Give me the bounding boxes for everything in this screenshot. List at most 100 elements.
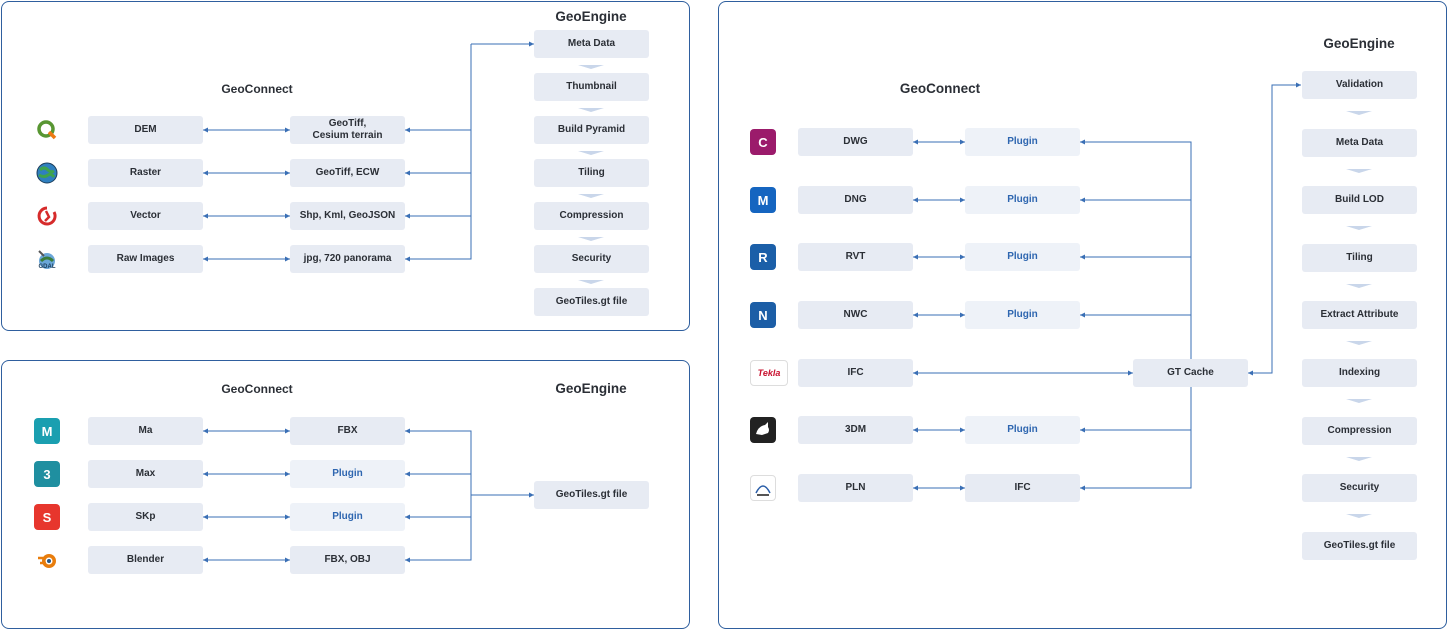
arrow-left-icon <box>913 254 918 260</box>
flow-chevron-icon <box>1346 399 1372 403</box>
civil3d-icon: C <box>750 129 776 155</box>
revit-icon: R <box>750 244 776 270</box>
format-to-engine-connector <box>405 495 472 518</box>
arrow-left-icon <box>1080 254 1085 260</box>
flow-chevron-icon <box>578 108 604 112</box>
arrow-left-icon <box>203 471 208 477</box>
arrow-left-icon <box>405 256 410 262</box>
arrow-left-icon <box>203 514 208 520</box>
arrow-right-icon <box>960 254 965 260</box>
flow-chevron-icon <box>578 237 604 241</box>
arrow-right-icon <box>960 312 965 318</box>
arrow-right-icon <box>285 557 290 563</box>
format-box: Shp, Kml, GeoJSON <box>290 202 405 230</box>
pipeline-step-box: Meta Data <box>1302 128 1417 157</box>
plugin-box: Plugin <box>965 301 1080 329</box>
arrow-left-icon <box>405 557 410 563</box>
plugin-box: Plugin <box>965 243 1080 271</box>
rhino-icon <box>750 417 776 443</box>
pipeline-step-box: Build Pyramid <box>534 116 649 144</box>
geoengine-title: GeoEngine <box>1323 36 1395 51</box>
plugin-box: Plugin <box>290 460 405 488</box>
arrow-left-icon <box>913 139 918 145</box>
arrow-left-icon <box>203 256 208 262</box>
format-box: IFC <box>965 474 1080 502</box>
flow-chevron-icon <box>578 65 604 69</box>
pipeline-step-box: Compression <box>1302 416 1417 445</box>
blender-icon <box>34 547 60 573</box>
input-source-box: Blender <box>88 546 203 574</box>
input-source-box: 3DM <box>798 416 913 444</box>
arrow-left-icon <box>405 127 410 133</box>
arrow-right-icon <box>285 471 290 477</box>
format-to-cache-connector <box>1080 199 1192 373</box>
arrow-left-icon <box>1080 427 1085 433</box>
arrow-left-icon <box>913 312 918 318</box>
arrow-left-icon <box>203 213 208 219</box>
pipeline-step-box: Validation <box>1302 71 1417 99</box>
input-source-box: Ma <box>88 417 203 445</box>
pipeline-step-box: Security <box>534 245 649 273</box>
format-to-engine-connector <box>405 430 472 495</box>
format-to-cache-connector <box>1080 373 1192 489</box>
flow-chevron-icon <box>578 151 604 155</box>
flow-chevron-icon <box>1346 111 1372 115</box>
geoengine-title: GeoEngine <box>555 9 627 24</box>
pipeline-step-box: Security <box>1302 474 1417 503</box>
arrow-right-icon <box>960 197 965 203</box>
arrow-right-icon <box>285 514 290 520</box>
format-box: GeoTiff, ECW <box>290 159 405 187</box>
format-to-engine-connector <box>405 44 472 174</box>
input-source-box: Max <box>88 460 203 488</box>
arrow-left-icon <box>203 557 208 563</box>
flow-chevron-icon <box>578 194 604 198</box>
cache-to-engine-connector <box>1248 84 1301 374</box>
arrow-right-icon <box>529 492 534 498</box>
format-to-engine-connector <box>405 44 472 131</box>
arrow-left-icon <box>203 170 208 176</box>
format-box: jpg, 720 panorama <box>290 245 405 273</box>
input-source-box: NWC <box>798 301 913 329</box>
plugin-box: Plugin <box>290 503 405 531</box>
tekla-icon: Tekla <box>750 360 788 386</box>
input-source-box: DWG <box>798 128 913 156</box>
arrow-left-icon <box>1080 197 1085 203</box>
arrow-right-icon <box>285 213 290 219</box>
arrow-left-icon <box>405 170 410 176</box>
pipeline-step-box: Meta Data <box>534 30 649 58</box>
arrow-left-icon <box>1080 485 1085 491</box>
3dsmax-icon: 3 <box>34 461 60 487</box>
arrow-left-icon <box>405 428 410 434</box>
input-source-box: Raw Images <box>88 245 203 273</box>
input-source-box: SKp <box>88 503 203 531</box>
arrow-left-icon <box>203 127 208 133</box>
arrow-left-icon <box>405 471 410 477</box>
pipeline-step-box: Tiling <box>1302 243 1417 272</box>
arrow-right-icon <box>529 41 534 47</box>
microstation-icon: M <box>750 187 776 213</box>
flow-chevron-icon <box>1346 283 1372 288</box>
sketchup-icon: S <box>34 504 60 530</box>
arrow-right-icon <box>960 485 965 491</box>
flow-chevron-icon <box>578 280 604 284</box>
format-to-cache-connector <box>1080 314 1192 373</box>
arrow-right-icon <box>960 427 965 433</box>
format-box: FBX <box>290 417 405 445</box>
arrow-right-icon <box>1128 370 1133 376</box>
arrow-left-icon <box>1248 370 1253 376</box>
pipeline-step-box: GeoTiles.gt file <box>534 288 649 316</box>
maya-icon: M <box>34 418 60 444</box>
geoengine-title: GeoEngine <box>555 381 627 396</box>
arrow-left-icon <box>1080 312 1085 318</box>
input-source-box: Raster <box>88 159 203 187</box>
arrow-right-icon <box>285 170 290 176</box>
flow-chevron-icon <box>1346 168 1372 173</box>
gt-cache-box: GT Cache <box>1133 359 1248 387</box>
arrow-left-icon <box>405 514 410 520</box>
flow-chevron-icon <box>1346 456 1372 461</box>
pipeline-step-box: Tiling <box>534 159 649 187</box>
arrow-right-icon <box>285 428 290 434</box>
pipeline-step-box: Indexing <box>1302 359 1417 387</box>
format-to-engine-connector <box>405 495 472 561</box>
plugin-box: Plugin <box>965 128 1080 156</box>
